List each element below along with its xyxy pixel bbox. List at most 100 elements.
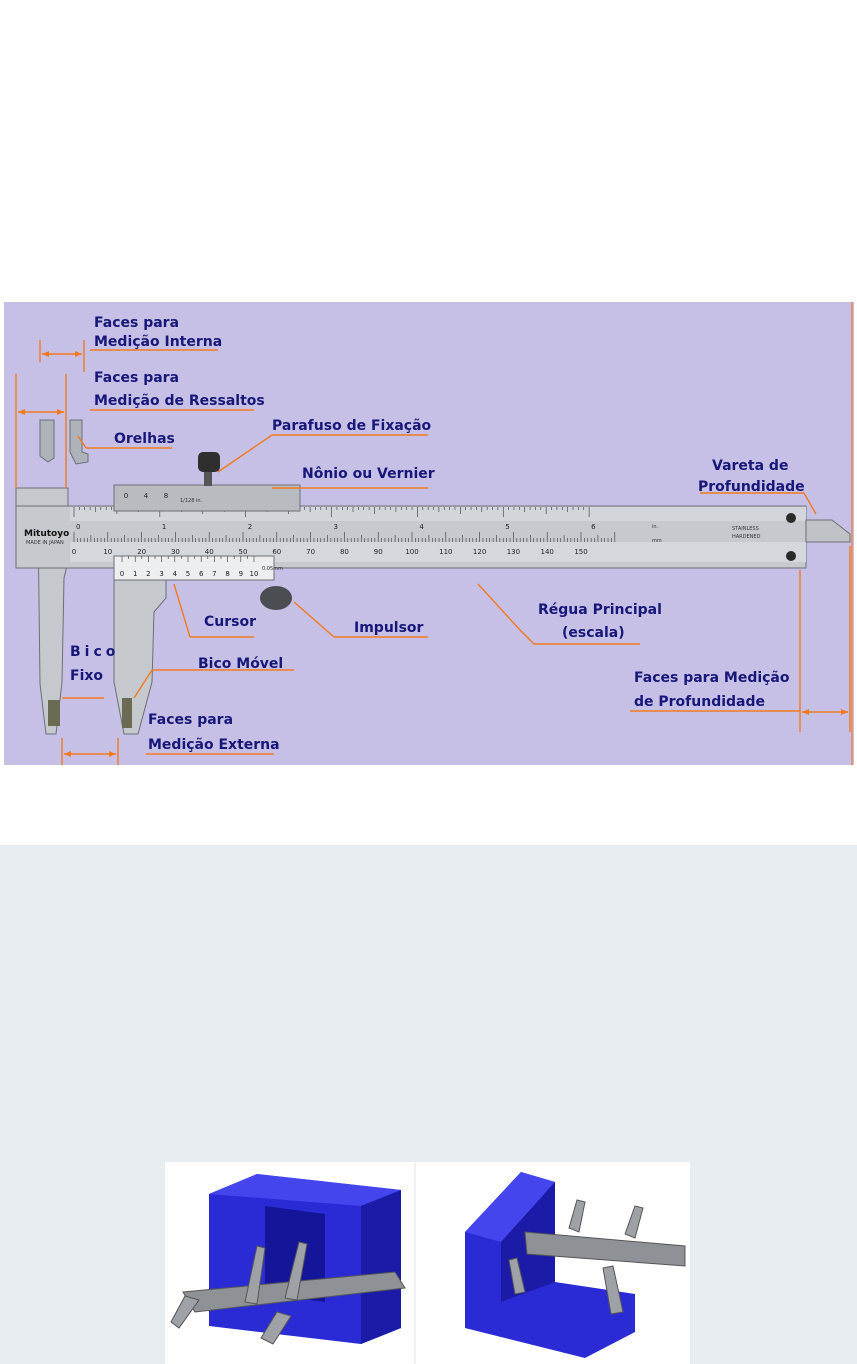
main-scale-label: 10 bbox=[103, 548, 112, 556]
label-faces-ressaltos-1: Faces para bbox=[94, 370, 179, 386]
beam-screw-bottom bbox=[786, 551, 796, 561]
right-caliper-tip-1 bbox=[508, 1257, 526, 1295]
main-scale-label: 70 bbox=[306, 548, 315, 556]
upper-vernier-label: 0 bbox=[124, 492, 128, 500]
main-scale-label: 50 bbox=[239, 548, 248, 556]
label-faces-profundidade-2: de Profundidade bbox=[634, 694, 765, 710]
label-bico-fixo-2: Fixo bbox=[70, 668, 103, 684]
vernier-label: 2 bbox=[146, 570, 150, 578]
left-caliper-jaw-1 bbox=[244, 1245, 266, 1305]
label-regua-2: (escala) bbox=[562, 625, 625, 641]
label-orelhas: Orelhas bbox=[114, 431, 175, 447]
fixed-inside-jaw bbox=[39, 419, 55, 463]
upper-scale-label: 3 bbox=[334, 523, 338, 531]
label-faces-profundidade-1: Faces para Medição bbox=[634, 670, 790, 686]
upper-scale-label: 4 bbox=[419, 523, 424, 531]
label-nonio: Nônio ou Vernier bbox=[302, 466, 435, 482]
main-scale-label: 20 bbox=[137, 548, 146, 556]
main-scale-label: 110 bbox=[439, 548, 452, 556]
upper-scale-label: 1 bbox=[162, 523, 166, 531]
main-scale-label: 120 bbox=[473, 548, 486, 556]
right-block-scene bbox=[465, 1172, 686, 1358]
left-block-slot bbox=[265, 1206, 325, 1302]
vernier-label: 5 bbox=[186, 570, 190, 578]
upper-scale-label: 0 bbox=[76, 523, 80, 531]
label-faces-externa-1: Faces para bbox=[148, 712, 233, 728]
vernier-ticks bbox=[121, 556, 255, 562]
label-vareta-1: Vareta de bbox=[712, 458, 788, 474]
right-caliper-jaw-1 bbox=[568, 1199, 586, 1233]
main-scale-label: 90 bbox=[374, 548, 383, 556]
brand-logo: Mitutoyo bbox=[24, 529, 69, 539]
upper-scale-label: 2 bbox=[248, 523, 252, 531]
label-vareta-2: Profundidade bbox=[698, 479, 805, 495]
label-bico-movel: Bico Móvel bbox=[198, 656, 283, 672]
left-block-side bbox=[361, 1190, 401, 1344]
movable-jaw-body bbox=[113, 579, 167, 735]
label-impulsor: Impulsor bbox=[354, 620, 424, 636]
main-scale-label: 30 bbox=[171, 548, 180, 556]
label-faces-interna-2: Medição Interna bbox=[94, 334, 222, 350]
upper-vernier-label: 8 bbox=[164, 492, 168, 500]
brand-subtext: MADE IN JAPAN bbox=[26, 540, 64, 546]
movable-inside-jaw bbox=[69, 419, 89, 465]
upper-scale-label: 5 bbox=[505, 523, 509, 531]
vernier-label: 8 bbox=[225, 570, 229, 578]
main-scale-label: 150 bbox=[574, 548, 587, 556]
label-faces-interna-1: Faces para bbox=[94, 315, 179, 331]
main-scale-label: 80 bbox=[340, 548, 349, 556]
vernier-label: 10 bbox=[250, 570, 259, 578]
left-caliper-jaw-2 bbox=[284, 1241, 308, 1301]
label-bico-fixo-1: Bico bbox=[70, 644, 119, 660]
lower-vernier bbox=[113, 555, 275, 581]
thumb-roller bbox=[260, 586, 292, 610]
vernier-label: 6 bbox=[199, 570, 204, 578]
vernier-label: 1 bbox=[133, 570, 137, 578]
upper-scale-label: 6 bbox=[591, 523, 596, 531]
right-caliper-beam bbox=[524, 1231, 686, 1267]
beam-screw-top bbox=[786, 513, 796, 523]
label-faces-ressaltos-2: Medição de Ressaltos bbox=[94, 393, 265, 409]
right-caliper-jaw-2 bbox=[624, 1205, 644, 1239]
main-scale-label: 100 bbox=[405, 548, 418, 556]
upper-scale-labels: 0 1 2 3 4 5 6 bbox=[76, 523, 596, 531]
left-caliper-tip-1 bbox=[170, 1295, 200, 1329]
label-cursor: Cursor bbox=[204, 614, 256, 630]
vernier-label: 9 bbox=[239, 570, 243, 578]
locking-screw-head bbox=[198, 452, 220, 472]
blocks-illustration bbox=[165, 1162, 690, 1364]
upper-vernier bbox=[113, 484, 301, 512]
vernier-label: 4 bbox=[173, 570, 178, 578]
left-block-top bbox=[209, 1174, 401, 1206]
left-caliper-tip-2 bbox=[260, 1311, 292, 1345]
hardened-label: HARDENED bbox=[732, 534, 761, 540]
fixed-jaw-tip bbox=[48, 700, 60, 726]
stainless-label: STAINLESS bbox=[732, 526, 759, 532]
main-scale-ticks bbox=[73, 532, 616, 542]
upper-vernier-resolution: 1/128 in. bbox=[180, 498, 203, 504]
right-caliper-tip-2 bbox=[602, 1265, 624, 1315]
depth-rod bbox=[805, 519, 851, 543]
main-scale-label: 140 bbox=[541, 548, 554, 556]
label-faces-externa-2: Medição Externa bbox=[148, 737, 280, 753]
vernier-label: 0 bbox=[120, 570, 124, 578]
arrowheads bbox=[18, 351, 848, 757]
upper-vernier-label: 4 bbox=[144, 492, 149, 500]
left-block-scene bbox=[170, 1174, 406, 1345]
main-scale-label: 0 bbox=[72, 548, 76, 556]
label-parafuso: Parafuso de Fixação bbox=[272, 418, 432, 434]
vernier-resolution: 0.05mm bbox=[262, 566, 283, 572]
right-block-top bbox=[465, 1172, 555, 1242]
main-scale-label: 130 bbox=[507, 548, 520, 556]
main-scale-label: 60 bbox=[272, 548, 281, 556]
movable-jaw-tip bbox=[122, 698, 132, 728]
main-scale-labels: 0 10 20 30 40 50 60 70 80 90 100 110 120 130 140 150 bbox=[72, 548, 588, 556]
locking-screw-stem bbox=[204, 468, 212, 486]
vernier-label: 3 bbox=[159, 570, 163, 578]
label-regua-1: Régua Principal bbox=[538, 602, 662, 618]
vernier-label: 7 bbox=[212, 570, 216, 578]
upper-unit-label: in. bbox=[652, 524, 659, 530]
main-scale-label: 40 bbox=[205, 548, 214, 556]
